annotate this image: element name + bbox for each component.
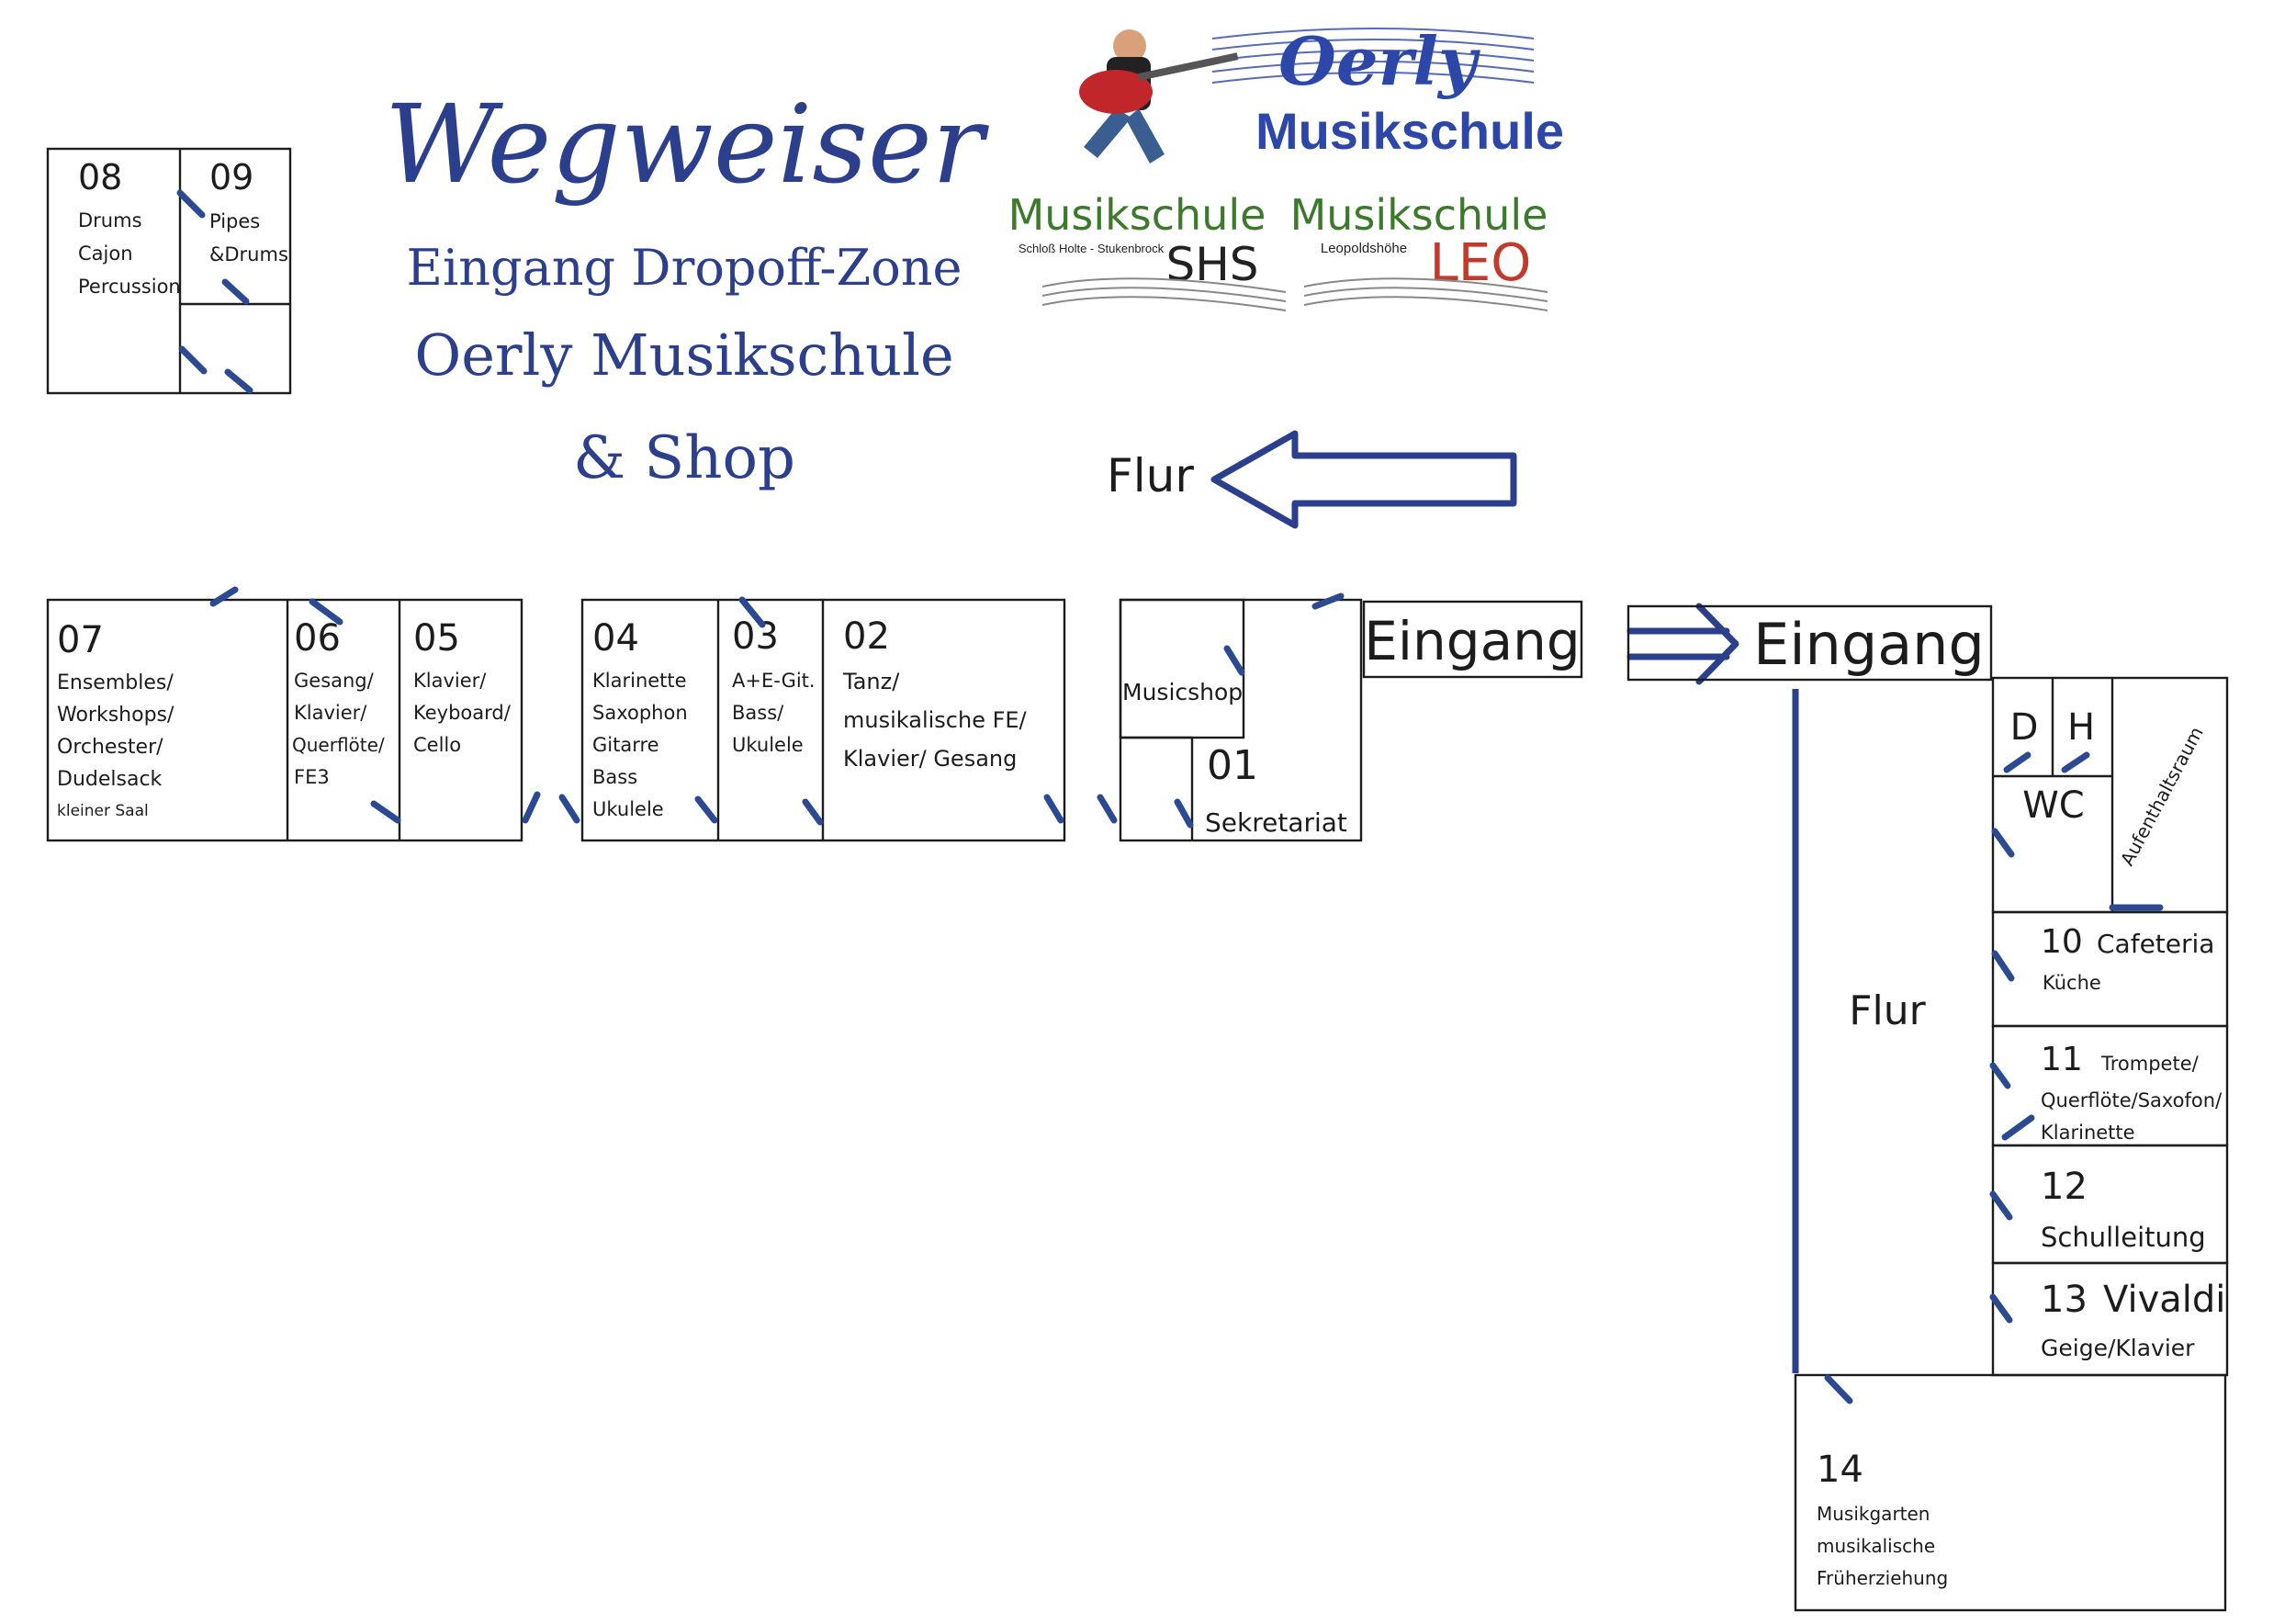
subtitle-line-2: Oerly Musikschule [414,321,953,389]
room-08-line-1: Drums [78,209,142,231]
right-wing: Eingang Flur D H WC Aufenthaltsraum 10 C… [1626,604,2229,1612]
room-10-sub: Küche [2043,972,2101,994]
room-01-label: Sekretariat [1205,807,1347,838]
room-03-line-2: Bass/ [732,702,784,724]
room-07-line-2: Workshops/ [57,704,174,727]
page-title: Wegweiser [385,81,990,208]
room-08-number: 08 [78,157,122,197]
room-14-line-2: musikalische [1817,1535,1935,1557]
lounge-label: Aufenthaltsraum [2116,723,2208,869]
room-08-09-block: 08 Drums Cajon Percussion 09 Pipes &Drum… [46,147,292,395]
room-04-line-2: Saxophon [592,702,688,724]
subtitle-line-1: Eingang Dropoff-Zone [407,239,962,297]
room-block-04-02: 04 Klarinette Saxophon Gitarre Bass Ukul… [580,598,1066,842]
room-03-number: 03 [732,615,779,658]
room-04-line-1: Klarinette [592,670,687,692]
room-11-number: 11 [2041,1041,2083,1078]
logo-left-school: Musikschule [1008,190,1266,240]
room-09-line-2: &Drums [209,243,288,265]
room-07-note: kleiner Saal [57,802,149,820]
school-logo: Oerly Musikschule Musikschule Schloß Hol… [1008,22,1564,311]
room-04-line-4: Bass [592,766,637,788]
room-02-line-2: musikalische FE/ [843,707,1028,733]
room-03-line-1: A+E-Git. [732,670,816,692]
logo-brand: Oerly [1278,22,1480,100]
room-05-line-1: Klavier/ [413,670,487,692]
room-09-line-1: Pipes [209,210,260,232]
entrance-left-box [1362,600,1583,679]
room-11-line-1: Trompete/ [2100,1053,2200,1075]
logo-left-place: Schloß Holte - Stukenbrock [1019,242,1165,255]
room-14-number: 14 [1817,1449,1863,1491]
room-13-sub: Geige/Klavier [2041,1335,2195,1361]
room-02-line-3: Klavier/ Gesang [843,746,1017,772]
room-07-line-1: Ensembles/ [57,671,174,694]
corridor-top-label: Flur [1107,449,1194,502]
room-11-line-3: Klarinette [2041,1122,2135,1144]
doors [176,189,2164,1404]
room-06-line-1: Gesang/ [294,670,375,692]
room-12-label: Schulleitung [2041,1222,2206,1253]
musicshop-label: Musicshop [1122,679,1243,705]
wc-h-label: H [2067,706,2095,749]
room-02-number: 02 [843,615,890,658]
room-07-number: 07 [57,619,104,661]
room-01-number: 01 [1207,742,1258,789]
logo-right-school: Musikschule [1290,190,1548,240]
logo-right-place: Leopoldshöhe [1321,241,1407,256]
room-07-line-4: Dudelsack [57,768,163,791]
entrance-right-label: Eingang [1753,611,1985,678]
room-block-07-05: 07 Ensembles/ Workshops/ Orchester/ Dude… [46,598,523,842]
room-03-line-3: Ukulele [732,734,804,756]
room-12-number: 12 [2041,1166,2088,1208]
logo-brand-sub: Musikschule [1255,102,1564,160]
room-06-line-2: Klavier/ [294,702,367,724]
room-14-line-1: Musikgarten [1817,1503,1930,1525]
subtitle-line-3: & Shop [573,424,795,492]
entrance-left-label: Eingang [1364,610,1580,672]
room-06-line-3: Querflöte/ [292,734,385,756]
room-05-line-2: Keyboard/ [413,702,512,724]
room-07-line-3: Orchester/ [57,736,163,759]
room-14-line-3: Früherziehung [1817,1567,1948,1589]
room-10-number: 10 [2041,923,2083,961]
room-10-label: Cafeteria [2097,929,2214,959]
room-02-line-1: Tanz/ [842,669,900,694]
room-13-number: 13 [2041,1279,2088,1321]
room-04-number: 04 [592,617,639,660]
room-06-number: 06 [294,617,341,660]
double-arrow-right-icon [1626,603,1739,685]
room-05-number: 05 [413,617,460,660]
room-08-line-3: Percussion [78,276,181,298]
room-09-number: 09 [209,157,253,197]
arrow-left-icon [1210,430,1517,529]
room-04-line-5: Ukulele [592,798,664,820]
room-11-line-2: Querflöte/Saxofon/ [2041,1089,2223,1111]
room-04-line-3: Gitarre [592,734,659,756]
room-06-line-4: FE3 [294,766,330,788]
guitarist-icon [1079,29,1239,164]
corridor-right-label: Flur [1849,987,1926,1034]
room-05-line-3: Cello [413,734,461,756]
room-block-shop-01: Musicshop 01 Sekretariat [1119,598,1363,842]
wc-label: WC [2022,784,2084,827]
room-13-label: Vivaldi [2103,1279,2225,1321]
wc-d-label: D [2010,706,2039,749]
room-08-line-2: Cajon [78,242,133,265]
